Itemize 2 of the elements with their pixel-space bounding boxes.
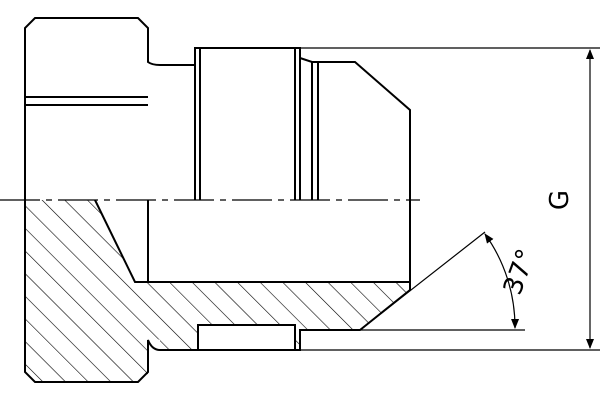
- dimension-label: G: [547, 190, 574, 210]
- dimension-label: 37°: [500, 246, 540, 298]
